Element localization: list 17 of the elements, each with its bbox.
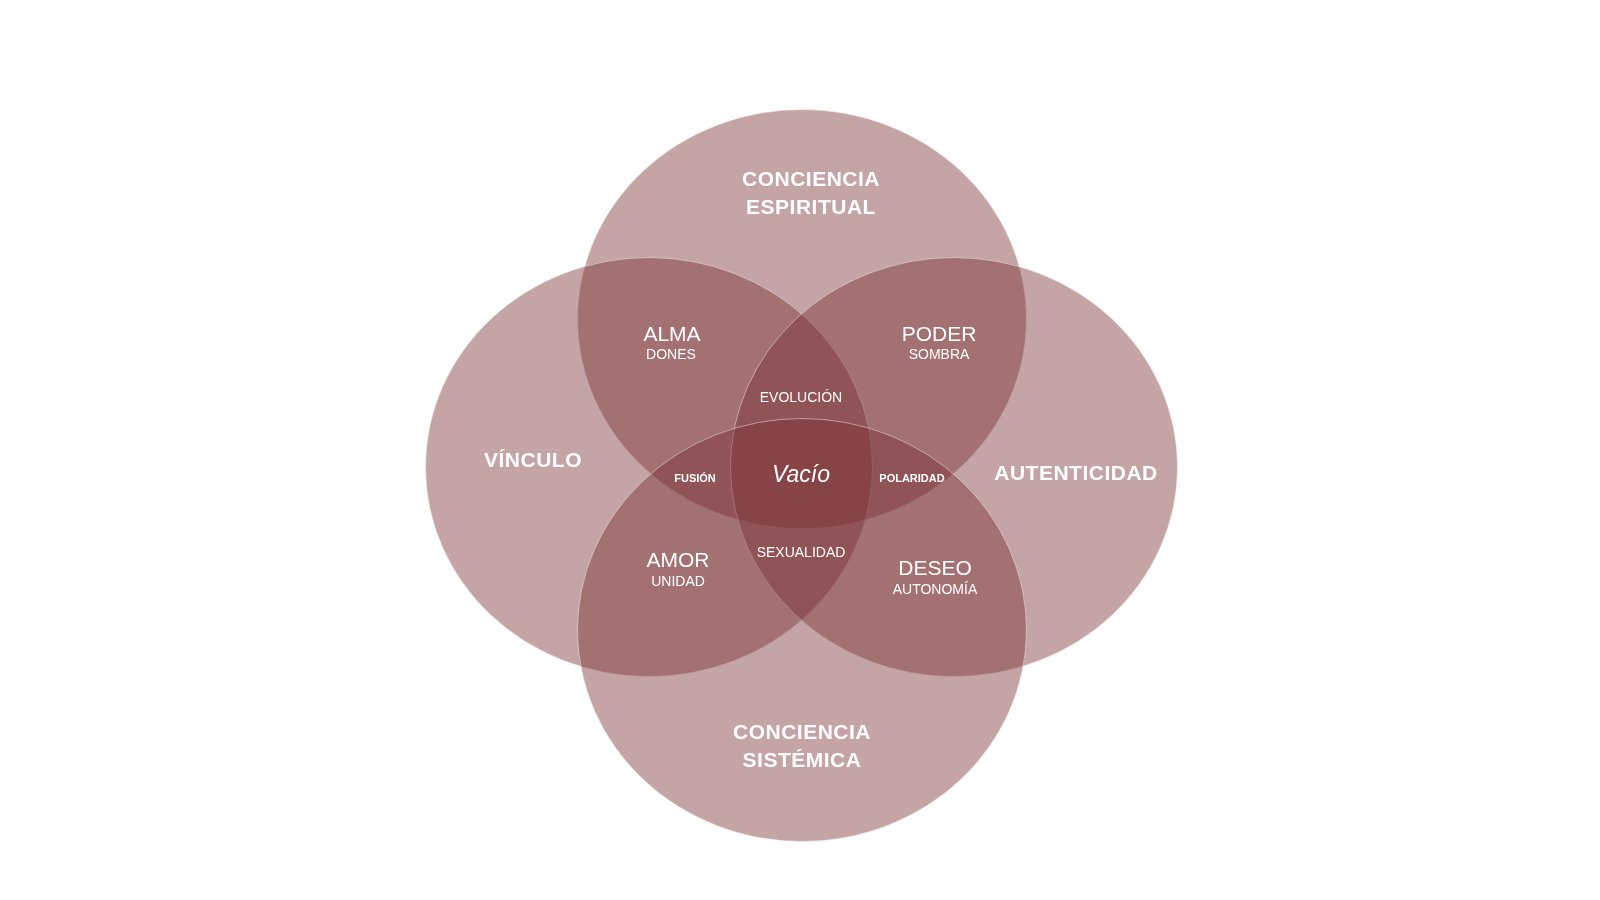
center-label: Vacío [772, 460, 830, 488]
region-label: SEXUALIDAD [756, 543, 846, 561]
region-sublabel: AUTONOMÍA [892, 580, 978, 598]
set-label: CONCIENCIA SISTÉMICA [732, 719, 872, 773]
region-label: PODER [901, 321, 977, 347]
region-label: AMOR [646, 547, 710, 573]
set-label: VÍNCULO [483, 447, 583, 473]
set-label: CONCIENCIA ESPIRITUAL [741, 166, 881, 220]
region-label: ALMA [643, 321, 701, 347]
region-label: EVOLUCIÓN [759, 388, 843, 406]
region-label: DESEO [898, 555, 972, 581]
region-sublabel: SOMBRA [908, 345, 970, 363]
region-sublabel: DONES [646, 345, 696, 363]
region-label: POLARIDAD [879, 471, 945, 485]
set-label: AUTENTICIDAD [993, 460, 1159, 486]
region-label: FUSIÓN [674, 471, 716, 485]
region-sublabel: UNIDAD [651, 572, 705, 590]
